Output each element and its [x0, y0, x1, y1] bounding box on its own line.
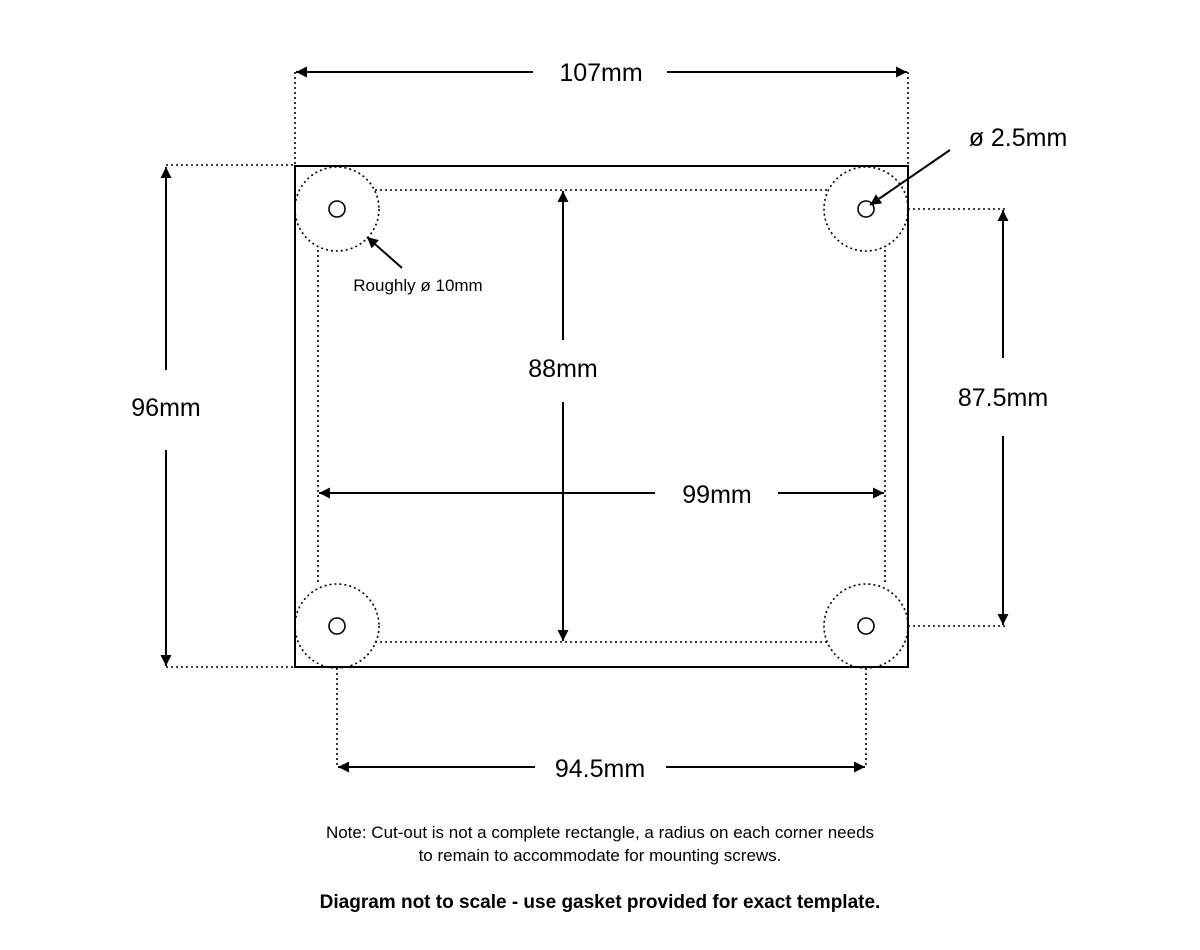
- cutout-width-label: 99mm: [682, 481, 751, 509]
- cutout-height-label: 88mm: [528, 355, 597, 383]
- clearance-diameter-label: Roughly ø 10mm: [353, 276, 482, 295]
- mounting-hole-bottom-left: [328, 617, 346, 635]
- cutout-note-line-2: to remain to accommodate for mounting sc…: [418, 846, 782, 865]
- hole-diameter-leader: [869, 149, 951, 206]
- mounting-hole-bottom-right: [857, 617, 875, 635]
- panel-outline: [294, 165, 909, 668]
- mounting-hole-top-left: [328, 200, 346, 218]
- hole-spacing-vertical-label: 87.5mm: [958, 384, 1048, 412]
- clearance-diameter-leader: [366, 236, 403, 269]
- cutout-note: Note: Cut-out is not a complete rectangl…: [0, 821, 1200, 867]
- hole-diameter-label: ø 2.5mm: [969, 124, 1068, 152]
- cutout-note-line-1: Note: Cut-out is not a complete rectangl…: [325, 823, 875, 842]
- clearance-circles: [294, 166, 909, 669]
- clearance-circle-top-left: [294, 166, 380, 252]
- cutout-outline: [317, 189, 886, 643]
- dimension-arrows: [160, 66, 1009, 773]
- mounting-holes: [328, 200, 875, 635]
- scale-disclaimer: Diagram not to scale - use gasket provid…: [319, 892, 881, 913]
- extension-lines: [166, 72, 1005, 767]
- overall-width-label: 107mm: [559, 59, 642, 87]
- overall-height-label: 96mm: [131, 394, 200, 422]
- hole-spacing-horizontal-label: 94.5mm: [555, 755, 645, 783]
